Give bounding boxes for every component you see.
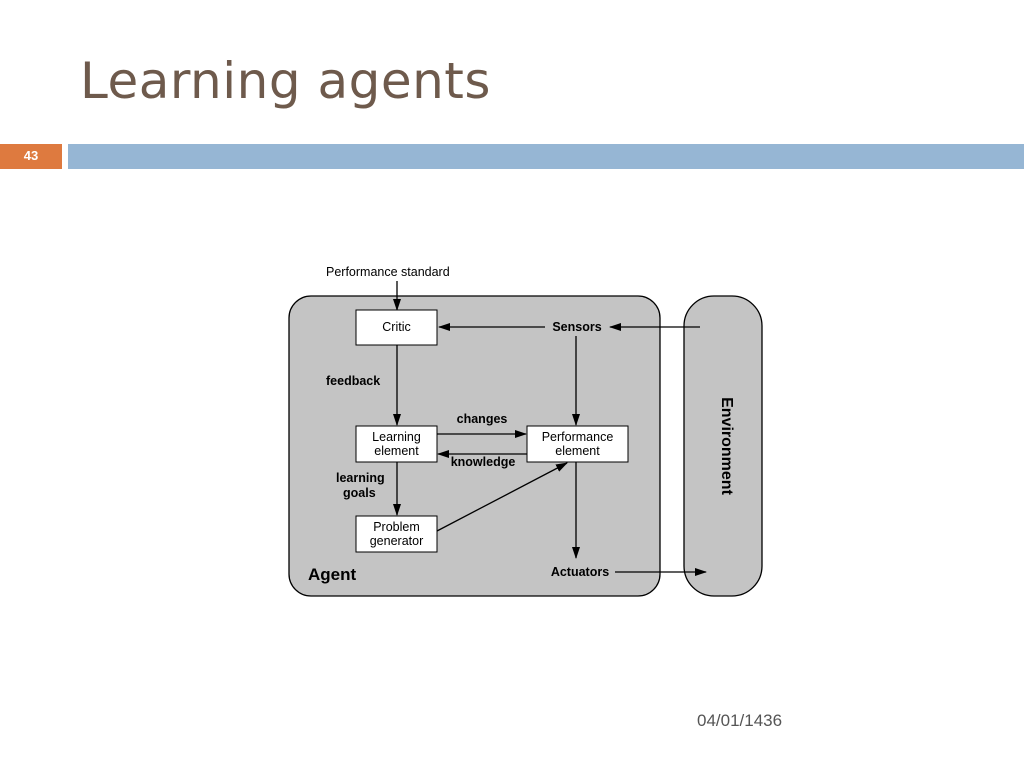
problem-generator-label-1: Problem (373, 520, 420, 534)
knowledge-label: knowledge (451, 455, 516, 469)
learning-element-label-2: element (374, 444, 419, 458)
performance-element-label-1: Performance (542, 430, 614, 444)
changes-label: changes (457, 412, 508, 426)
learning-goals-label-2: goals (343, 486, 376, 500)
problem-generator-label-2: generator (370, 534, 424, 548)
header-bar (68, 144, 1024, 169)
actuators-label: Actuators (551, 565, 609, 579)
learning-element-label-1: Learning (372, 430, 421, 444)
performance-element-box (526, 425, 629, 463)
slide-number: 43 (0, 144, 62, 169)
slide-date: 04/01/1436 (697, 711, 783, 730)
sensors-label: Sensors (552, 320, 601, 334)
agent-label: Agent (308, 565, 357, 584)
environment-box (683, 295, 763, 597)
problem-generator-box (355, 515, 438, 553)
critic-label: Critic (382, 320, 410, 334)
learning-goals-label-1: learning (336, 471, 385, 485)
feedback-label: feedback (326, 374, 380, 388)
environment-label: Environment (718, 397, 735, 495)
performance-element-label-2: element (555, 444, 600, 458)
performance-standard-label: Performance standard (326, 265, 450, 279)
slide-title: Learning agents (80, 52, 491, 110)
problem-to-performance-arrow (436, 462, 568, 532)
